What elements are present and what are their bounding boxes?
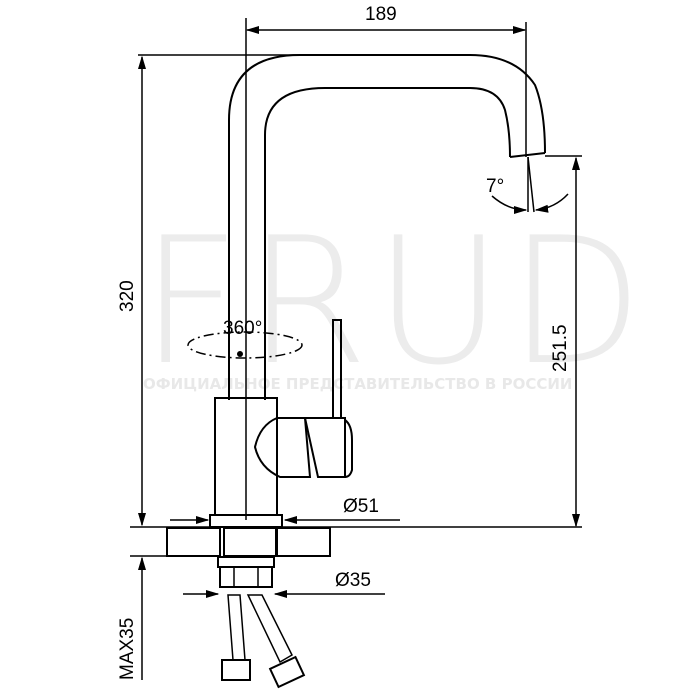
hose-nut-left — [221, 659, 251, 681]
watermark-brand: FRUD — [140, 201, 649, 404]
tilt-angle-label: 7° — [486, 176, 504, 197]
countertop-section — [130, 527, 331, 557]
hose-nut-right — [268, 655, 306, 689]
mounting-assembly — [217, 556, 306, 689]
outlet-height-label: 251.5 — [550, 324, 571, 372]
max-thickness-label: MAX35 — [117, 618, 138, 680]
tilt-indicator: 7° — [486, 156, 569, 215]
base-diameter-dimension: Ø51 — [170, 496, 400, 525]
mount-diameter-dimension: Ø35 — [183, 570, 385, 599]
deck-thickness-dimension: MAX35 — [117, 556, 147, 680]
reach-dimension: 189 — [245, 4, 527, 157]
rotation-angle-label: 360° — [223, 318, 262, 339]
lever-handle — [253, 319, 353, 478]
watermark: FRUD ОФИЦИАЛЬНОЕ ПРЕДСТАВИТЕЛЬСТВО В РОС… — [140, 201, 649, 404]
rotation-indicator: 360° — [187, 318, 303, 359]
reach-label: 189 — [365, 4, 397, 25]
spout — [228, 18, 546, 520]
mount-diameter-label: Ø35 — [335, 570, 371, 591]
watermark-tagline: ОФИЦИАЛЬНОЕ ПРЕДСТАВИТЕЛЬСТВО В РОССИИ — [143, 375, 572, 393]
base-diameter-label: Ø51 — [343, 496, 379, 517]
height-dimension: 320 — [117, 54, 300, 527]
total-height-label: 320 — [117, 280, 138, 312]
